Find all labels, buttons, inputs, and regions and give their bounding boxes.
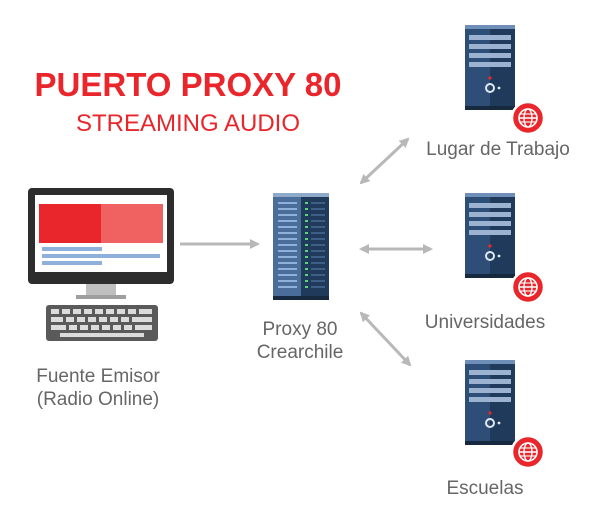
desktop-computer-icon <box>28 188 174 341</box>
proxy-label-line1: Proxy 80 <box>262 319 338 340</box>
arrow-proxy-workplace <box>359 137 410 185</box>
source-label-line2: (Radio Online) <box>36 389 160 410</box>
server-rack-icon <box>273 193 329 300</box>
diagram-subtitle: STREAMING AUDIO <box>75 110 301 137</box>
globe-icon <box>510 269 546 305</box>
tower-server-icon <box>464 24 546 136</box>
tower-server-icon <box>464 192 546 305</box>
proxy-label-line2: Crearchile <box>256 342 344 363</box>
tower-server-icon <box>464 359 546 470</box>
target-label-schools: Escuelas <box>446 478 524 499</box>
source-label: Fuente Emisor (Radio Online) <box>18 365 178 411</box>
target-label-workplace: Lugar de Trabajo <box>426 139 570 160</box>
source-label-line1: Fuente Emisor <box>36 366 160 387</box>
globe-icon <box>510 434 546 470</box>
diagram-title: PUERTO PROXY 80 <box>34 66 342 103</box>
globe-icon <box>510 100 546 136</box>
target-label-universities: Universidades <box>424 312 546 333</box>
arrow-proxy-schools <box>359 311 412 367</box>
proxy-label: Proxy 80 Crearchile <box>240 318 360 364</box>
